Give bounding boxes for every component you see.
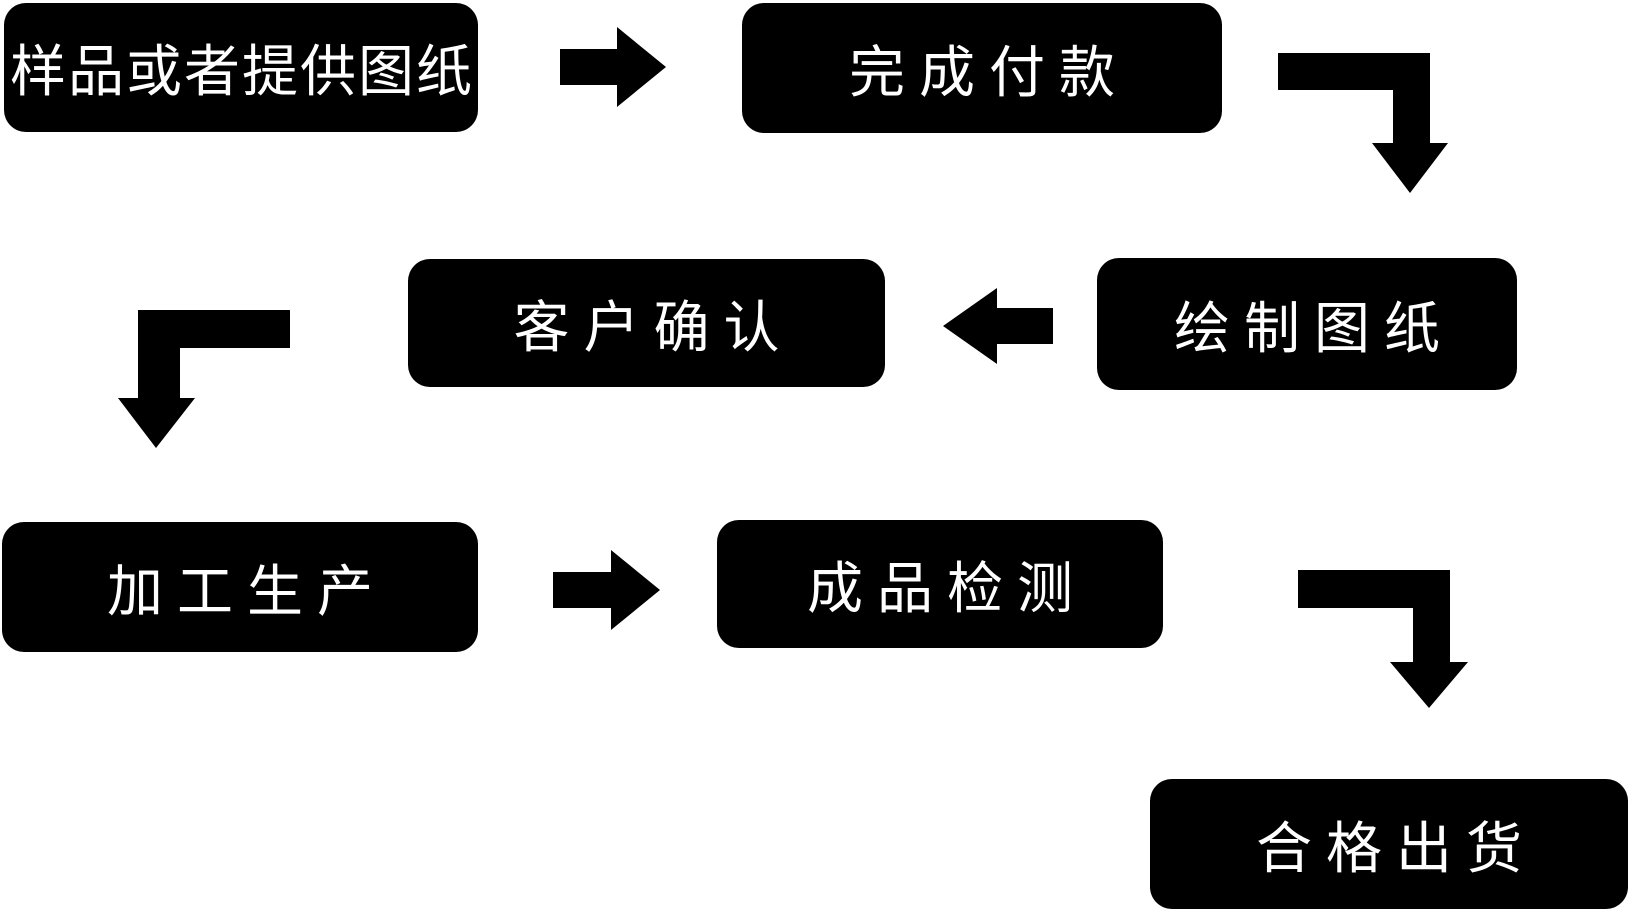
flow-node-label: 完成付款 [849,40,1129,106]
arrow-elbow-right-down-icon [1298,570,1468,708]
flow-node-label: 合格出货 [1256,816,1536,882]
flow-node-draw-drawings: 绘制图纸 [1097,258,1517,390]
arrow-elbow-right-down-icon [1278,53,1448,193]
arrow-right-icon [560,27,666,107]
arrow-left-icon [943,288,1053,364]
flow-node-label: 样品或者提供图纸 [10,40,474,105]
flow-node-label: 加工生产 [107,559,387,625]
flow-node-qualified-shipment: 合格出货 [1150,779,1628,909]
arrow-right-icon [553,550,660,630]
flow-node-complete-payment: 完成付款 [742,3,1222,133]
flow-node-processing-production: 加工生产 [2,522,478,652]
flow-node-sample-or-provide-drawing: 样品或者提供图纸 [4,3,478,132]
flow-node-customer-confirmation: 客户确认 [408,259,885,387]
flow-node-label: 客户确认 [513,295,794,361]
flow-node-label: 绘制图纸 [1174,296,1454,362]
flow-node-finished-product-inspection: 成品检测 [717,520,1163,648]
arrow-elbow-left-down-icon [118,310,290,448]
flow-node-label: 成品检测 [807,556,1087,622]
